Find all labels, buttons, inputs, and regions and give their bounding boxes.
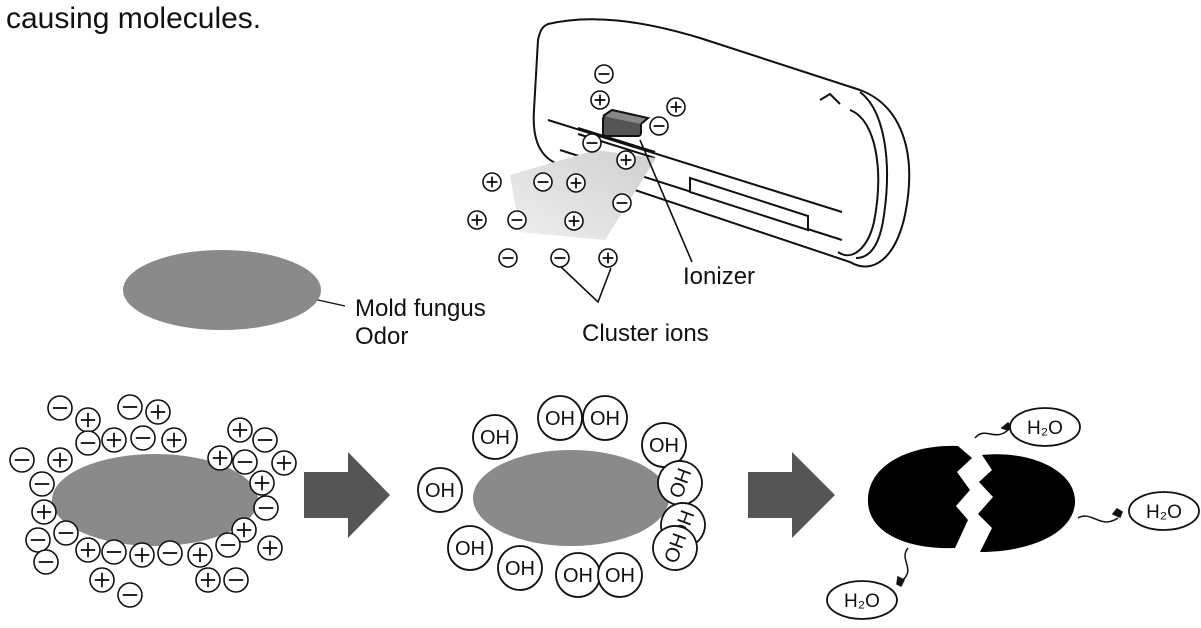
mold-particle bbox=[123, 250, 321, 330]
hydroxyl-icon: OH bbox=[641, 422, 687, 468]
positive-ion-icon bbox=[227, 417, 253, 443]
odor-label: Odor bbox=[355, 323, 409, 350]
ionizer-label: Ionizer bbox=[683, 263, 756, 290]
airflow-wedge bbox=[510, 150, 656, 240]
positive-ion-icon bbox=[161, 427, 187, 453]
hydroxyl-icon: OH bbox=[555, 552, 601, 598]
positive-ion-icon bbox=[231, 517, 257, 543]
svg-text:OH: OH bbox=[605, 565, 635, 587]
process-arrows bbox=[304, 452, 835, 538]
negative-ion-icon bbox=[75, 430, 101, 456]
svg-text:H₂O: H₂O bbox=[1146, 502, 1182, 523]
cluster-ions-leader-lines bbox=[559, 265, 612, 304]
hydroxyl-icon: OH bbox=[597, 552, 643, 598]
caption-text: causing molecules. bbox=[6, 2, 262, 35]
negative-ion-icon bbox=[53, 520, 79, 546]
hydroxyl-icon: OH bbox=[497, 545, 543, 591]
positive-ion-icon bbox=[249, 470, 275, 496]
hydroxyl-icon: OH bbox=[657, 460, 703, 506]
negative-ion-icon bbox=[507, 210, 527, 230]
negative-ion-icon bbox=[101, 539, 127, 565]
positive-ion-icon bbox=[101, 427, 127, 453]
positive-ion-icon bbox=[257, 535, 283, 561]
negative-ion-icon bbox=[232, 449, 258, 475]
svg-text:H₂O: H₂O bbox=[844, 591, 880, 612]
negative-ion-icon bbox=[47, 395, 73, 421]
positive-ion-icon bbox=[195, 567, 221, 593]
negative-ion-icon bbox=[612, 193, 632, 213]
positive-ion-icon bbox=[75, 537, 101, 563]
negative-ion-icon bbox=[9, 447, 35, 473]
negative-ion-icon bbox=[252, 427, 278, 453]
svg-text:OH: OH bbox=[480, 427, 510, 449]
positive-ion-icon bbox=[271, 450, 297, 476]
water-layer: H₂O H₂O H₂O bbox=[826, 407, 1200, 620]
water-molecule-icon: H₂O bbox=[1009, 407, 1081, 447]
positive-ion-icon bbox=[598, 248, 618, 268]
negative-ion-icon bbox=[157, 540, 183, 566]
negative-ion-icon bbox=[117, 582, 143, 608]
hydroxyl-icon: OH bbox=[537, 395, 583, 441]
hydroxyl-icon: OH bbox=[447, 525, 493, 571]
svg-text:OH: OH bbox=[545, 408, 575, 430]
negative-ion-icon bbox=[533, 172, 553, 192]
svg-text:OH: OH bbox=[425, 480, 455, 502]
svg-text:OH: OH bbox=[455, 538, 485, 560]
negative-ion-icon bbox=[550, 248, 570, 268]
positive-ion-icon bbox=[566, 173, 586, 193]
water-molecule-icon: H₂O bbox=[826, 580, 898, 620]
negative-ion-icon bbox=[130, 425, 156, 451]
positive-ion-icon bbox=[207, 445, 233, 471]
positive-ion-icon bbox=[590, 90, 610, 110]
stage1-particle bbox=[52, 454, 258, 546]
positive-ion-icon bbox=[187, 542, 213, 568]
ionizer-leader-line bbox=[639, 139, 693, 263]
negative-ion-icon bbox=[117, 394, 143, 420]
arrow-stage1-to-stage2 bbox=[304, 452, 390, 538]
positive-ion-icon bbox=[31, 499, 57, 525]
positive-ion-icon bbox=[89, 567, 115, 593]
svg-text:OH: OH bbox=[505, 558, 535, 580]
negative-ion-icon bbox=[215, 532, 241, 558]
positive-ion-icon bbox=[47, 447, 73, 473]
negative-ion-icon bbox=[498, 248, 518, 268]
positive-ion-icon bbox=[564, 211, 584, 231]
positive-ion-icon bbox=[75, 407, 101, 433]
negative-ion-icon bbox=[33, 549, 59, 575]
negative-ion-icon bbox=[582, 133, 602, 153]
svg-text:OH: OH bbox=[590, 408, 620, 430]
mold-fungus-label: Mold fungus bbox=[355, 295, 486, 322]
positive-ion-icon bbox=[666, 97, 686, 117]
positive-ion-icon bbox=[129, 542, 155, 568]
broken-particle bbox=[867, 445, 1076, 552]
hydroxyl-icon: OH bbox=[472, 414, 518, 460]
hydroxyl-icon: OH bbox=[417, 467, 463, 513]
positive-ion-icon bbox=[467, 210, 487, 230]
positive-ion-icon bbox=[616, 150, 636, 170]
stage2-particle bbox=[473, 450, 669, 546]
svg-text:H₂O: H₂O bbox=[1027, 418, 1063, 439]
svg-text:OH: OH bbox=[649, 435, 679, 457]
water-molecule-icon: H₂O bbox=[1128, 491, 1200, 531]
ions-layer bbox=[9, 64, 686, 608]
positive-ion-icon bbox=[482, 172, 502, 192]
negative-ion-icon bbox=[594, 64, 614, 84]
hydroxyl-icon: OH bbox=[582, 395, 628, 441]
positive-ion-icon bbox=[145, 399, 171, 425]
negative-ion-icon bbox=[25, 527, 51, 553]
negative-ion-icon bbox=[223, 567, 249, 593]
negative-ion-icon bbox=[29, 471, 55, 497]
negative-ion-icon bbox=[253, 495, 279, 521]
svg-text:OH: OH bbox=[563, 565, 593, 587]
cluster-ions-label: Cluster ions bbox=[582, 320, 709, 347]
negative-ion-icon bbox=[649, 116, 669, 136]
hydroxyl-icon: OH bbox=[652, 525, 698, 571]
arrow-stage2-to-stage3 bbox=[748, 452, 835, 538]
